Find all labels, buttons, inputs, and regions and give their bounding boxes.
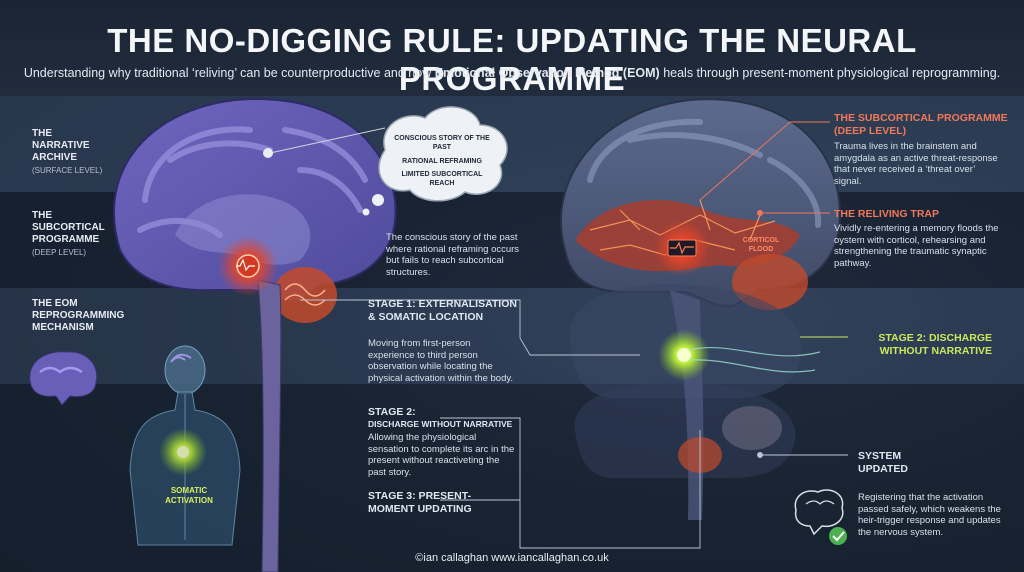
brain-icon [794, 489, 844, 536]
label-eom: THE EOM REPROGRAMMING MECHANISM [32, 298, 125, 333]
subcortical-text: Trauma lives in the brainstem and amygda… [834, 141, 998, 187]
system-updated-heading: SYSTEM UPDATED [858, 450, 908, 475]
subtitle-text-a: Understanding why traditional ‘reliving’… [23, 66, 435, 80]
body-figure [129, 345, 241, 546]
subcortical-sub: (DEEP LEVEL) [32, 248, 87, 257]
page-title: THE NO-DIGGING RULE: UPDATING THE NEURAL… [107, 22, 917, 97]
cloud-line-3: LIMITED SUBCORTICAL REACH [401, 171, 483, 187]
subcortical-heading: THE SUBCORTICAL PROGRAMME (DEEP LEVEL) [834, 112, 1008, 137]
page-subtitle: Understanding why traditional ‘reliving’… [0, 66, 1024, 80]
stage2-heading: STAGE 2: [368, 406, 416, 418]
reliving-trap-text: Vividly re-entering a memory floods the … [834, 223, 999, 269]
right-brain [559, 98, 842, 520]
red-leader-lines [699, 121, 830, 216]
leader-lines [300, 299, 848, 549]
system-updated-text: Registering that the activation passed s… [858, 492, 1001, 538]
archive-sub: (SURFACE LEVEL) [32, 166, 103, 175]
label-narrative-archive: THE NARRATIVE ARCHIVE (SURFACE LEVEL) [32, 128, 104, 177]
somatic-activation-label: SOMATIC ACTIVATION [165, 486, 213, 505]
cloud-line-1: CONSCIOUS STORY OF THE PAST [394, 135, 490, 151]
archive-title: THE NARRATIVE ARCHIVE [32, 128, 90, 163]
checkmark-icon [829, 527, 847, 545]
heartbeat-icon [236, 258, 255, 272]
cloud-line-2: RATIONAL REFRAMING [402, 158, 482, 165]
subtitle-text-b: heals through present-moment physiologic… [659, 66, 1001, 80]
left-brain [113, 98, 397, 572]
stage2-text: Allowing the physiological sensation to … [368, 432, 515, 478]
stage1-heading: STAGE 1: EXTERNALISATION & SOMATIC LOCAT… [368, 298, 517, 323]
stage2-right-heading: STAGE 2: DISCHARGE WITHOUT NARRATIVE [878, 332, 992, 357]
thought-cloud [263, 106, 508, 216]
stage1-text: Moving from first-person experience to t… [368, 338, 514, 384]
cortical-flood-label: CORTICOL FLOOD [742, 237, 780, 253]
left-brain-note: The conscious story of the past where ra… [386, 232, 520, 278]
label-subcortical: THE SUBCORTICAL PROGRAMME (DEEP LEVEL) [32, 210, 112, 259]
footer-credit: ©ian callaghan www.iancallaghan.co.uk [415, 552, 609, 564]
header: THE NO-DIGGING RULE: UPDATING THE NEURAL… [0, 0, 1024, 97]
stage2-subheading: DISCHARGE WITHOUT NARRATIVE [368, 419, 513, 429]
heartbeat-icon [670, 241, 694, 255]
stage3-heading: STAGE 3: PRESENT-MOMENT UPDATING [368, 490, 472, 515]
subcortical-title: THE SUBCORTICAL PROGRAMME [32, 210, 105, 245]
reliving-trap-heading: THE RELIVING TRAP [834, 208, 940, 220]
small-brain-icon [29, 351, 98, 406]
subtitle-text-bold: Emotional Observation Method (EOM) [434, 66, 660, 80]
